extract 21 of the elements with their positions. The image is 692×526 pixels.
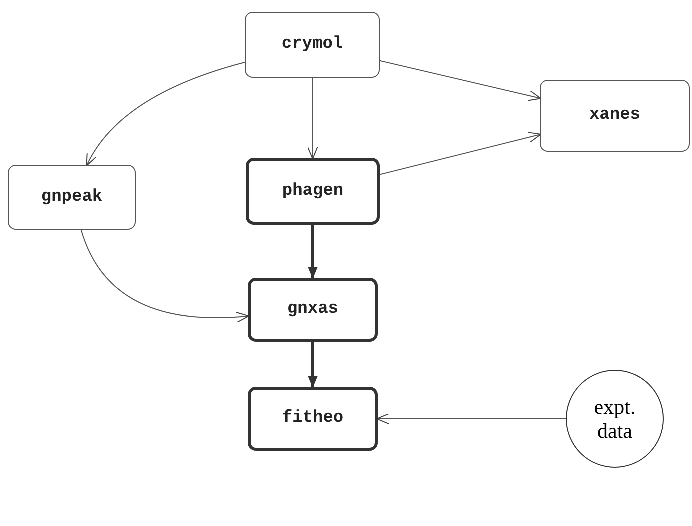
arrow <box>80 230 250 323</box>
arrow <box>308 225 318 279</box>
program-box <box>246 158 380 225</box>
node-label: expt. data <box>593 395 637 443</box>
node-label: gnpeak <box>41 186 103 209</box>
node-label: gnxas <box>287 299 338 322</box>
arrow <box>86 62 246 166</box>
node-label: xanes <box>589 105 640 128</box>
arrow <box>380 132 542 176</box>
node-label: fitheo <box>282 408 344 430</box>
arrow <box>307 78 318 160</box>
program-box <box>540 80 690 152</box>
program-box <box>248 278 378 342</box>
node-label: phagen <box>282 180 344 203</box>
arrow <box>376 414 566 424</box>
arrow <box>308 342 318 388</box>
node-label: crymol <box>282 34 344 56</box>
arrow <box>380 60 542 102</box>
program-box <box>245 12 380 78</box>
program-box <box>248 387 378 451</box>
program-box <box>8 165 136 230</box>
